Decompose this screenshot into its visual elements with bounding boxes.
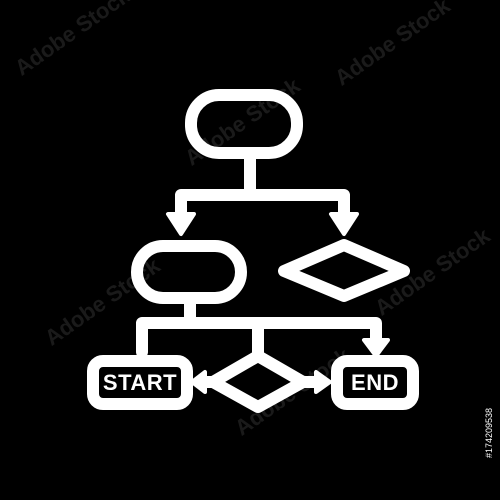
arrowhead-left	[190, 370, 207, 394]
right-decision-node	[278, 239, 410, 302]
top-process-node	[185, 89, 303, 159]
end-label: END	[351, 370, 399, 395]
end-node	[331, 355, 419, 410]
stock-id-text: #174209538	[484, 407, 494, 458]
start-node	[87, 355, 193, 410]
arrowhead-right	[314, 370, 332, 394]
arrowhead-left-down	[166, 212, 196, 236]
start-label: START	[102, 370, 178, 395]
middle-split-connector	[136, 292, 382, 360]
top-split-connector	[175, 147, 350, 220]
middle-process-node	[131, 240, 247, 304]
arrowhead-end-down	[362, 338, 390, 358]
bottom-decision-node	[207, 350, 309, 413]
arrowhead-right-down	[329, 212, 359, 236]
